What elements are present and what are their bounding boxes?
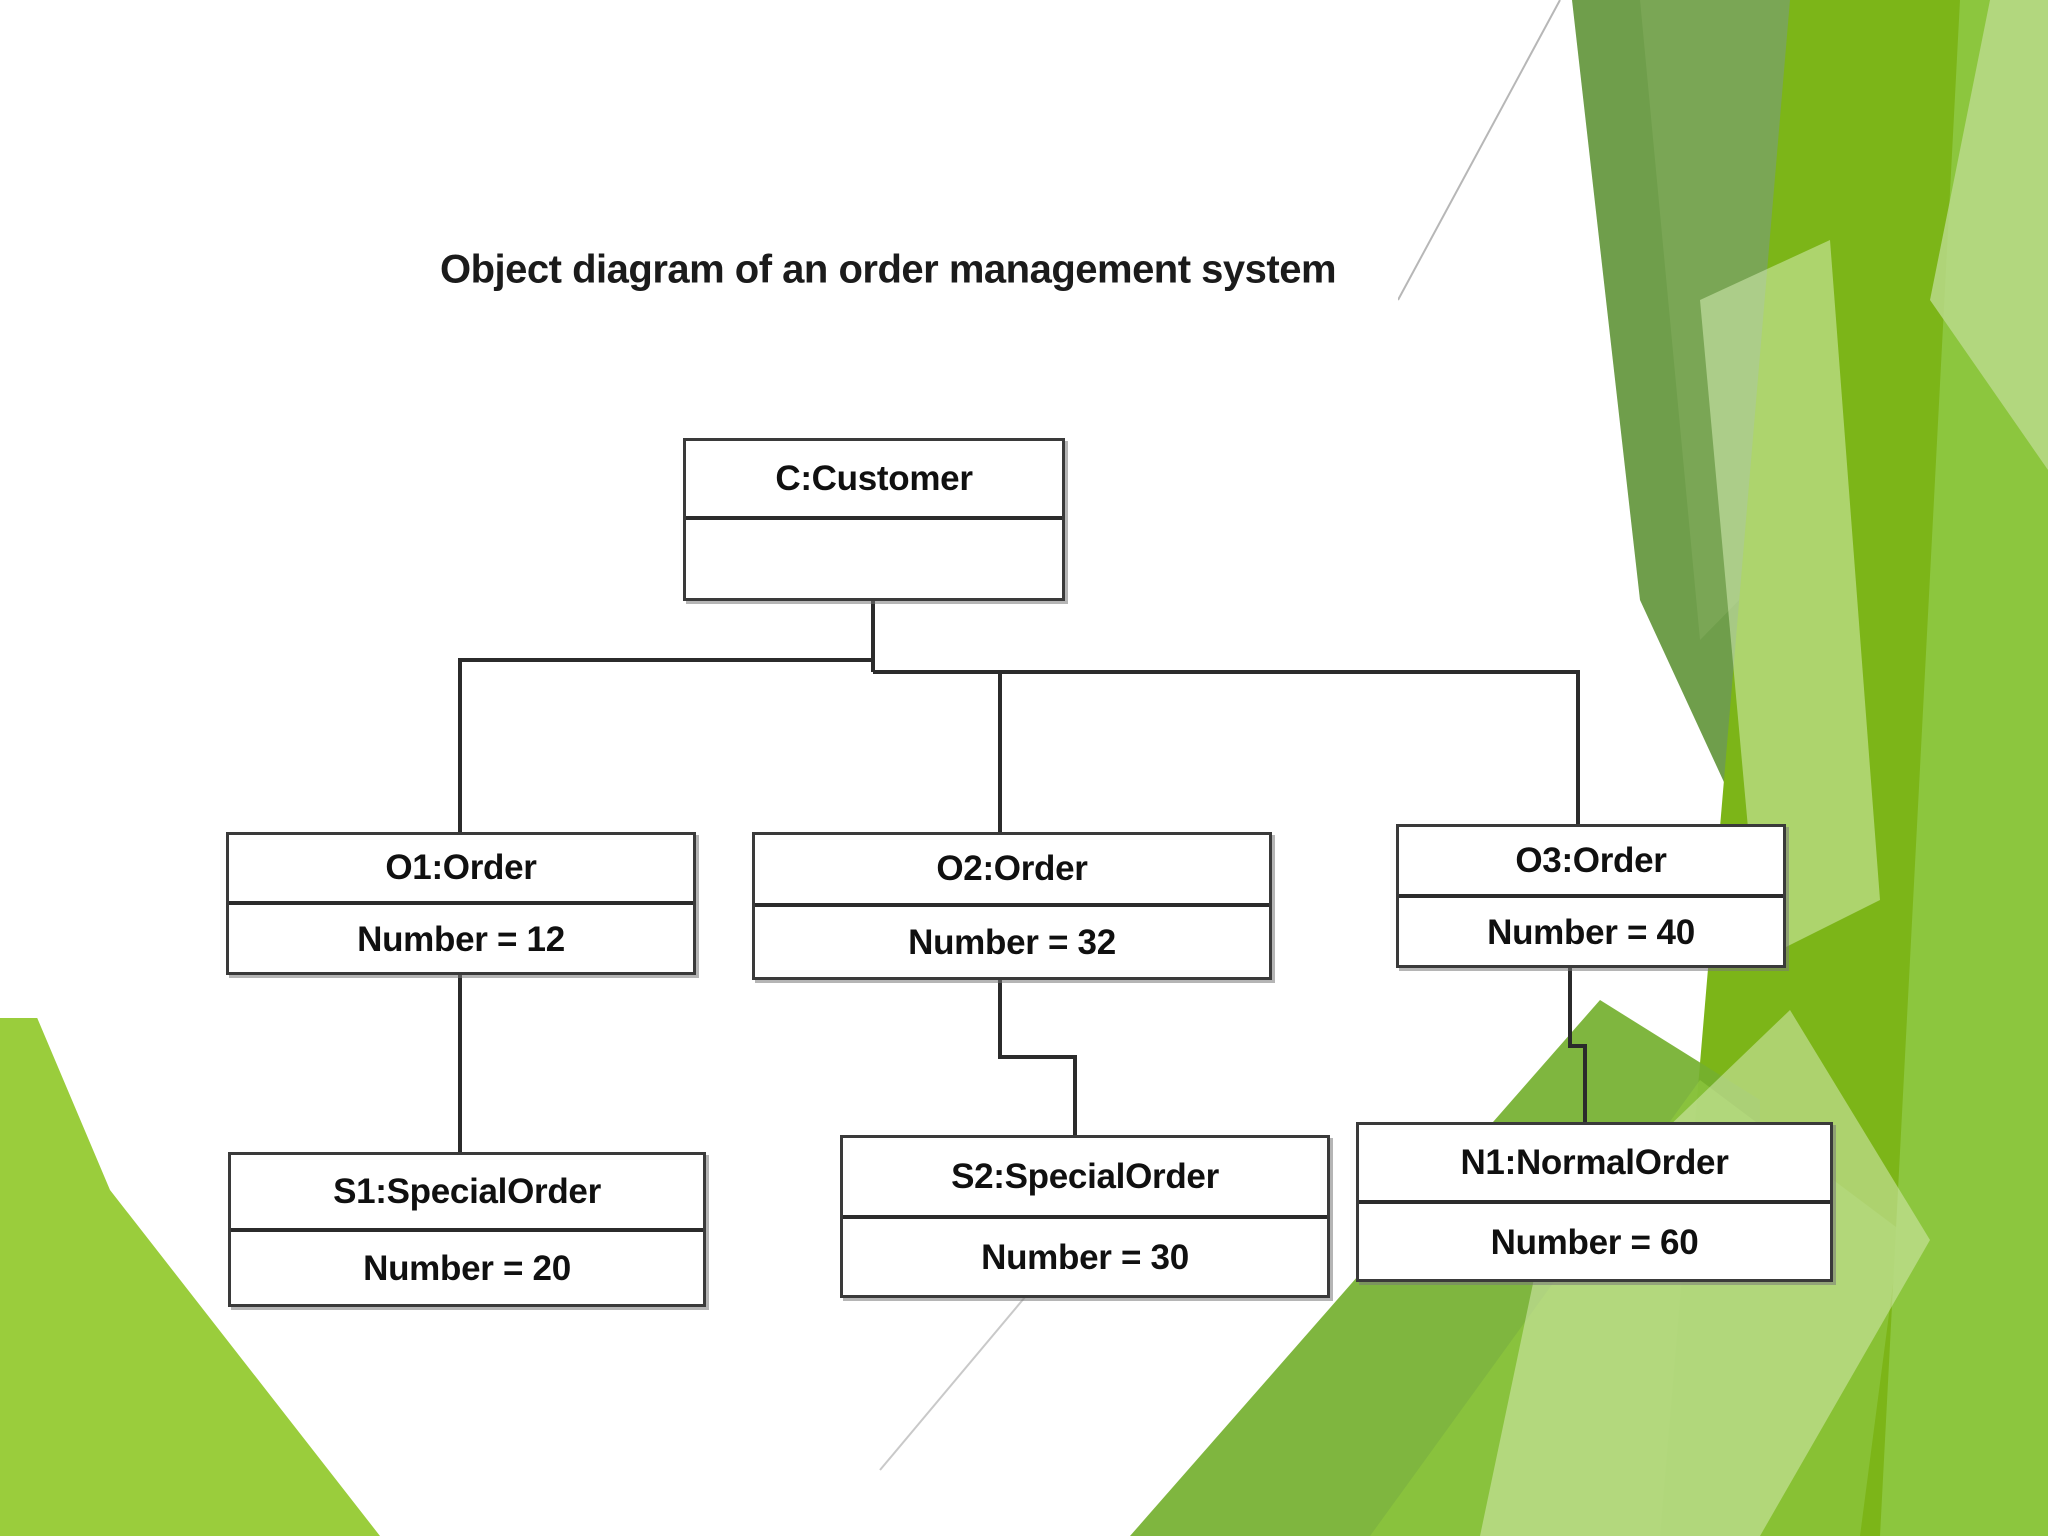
link-customer-order1: [458, 658, 873, 832]
diagram-title: Object diagram of an order management sy…: [440, 247, 1337, 292]
object-node-customer-name: C:Customer: [686, 441, 1062, 520]
object-node-order1-name: O1:Order: [229, 835, 693, 905]
object-node-special2-name: S2:SpecialOrder: [843, 1138, 1327, 1219]
link-customer-order3: [1000, 670, 1580, 824]
link-customer-order2: [873, 670, 1002, 832]
object-node-special1-name: S1:SpecialOrder: [231, 1155, 703, 1232]
object-node-special2[interactable]: S2:SpecialOrder Number = 30: [840, 1135, 1330, 1298]
object-node-order2[interactable]: O2:Order Number = 32: [752, 832, 1272, 980]
object-node-order3-attributes: Number = 40: [1487, 912, 1695, 952]
object-node-order3[interactable]: O3:Order Number = 40: [1396, 824, 1786, 968]
object-node-customer[interactable]: C:Customer: [683, 438, 1065, 601]
object-node-order1[interactable]: O1:Order Number = 12: [226, 832, 696, 975]
object-node-special1[interactable]: S1:SpecialOrder Number = 20: [228, 1152, 706, 1307]
link-order3-normal1: [1568, 968, 1587, 1122]
object-node-customer-attributes: [686, 520, 1062, 600]
object-node-order2-attributes: Number = 32: [908, 923, 1116, 962]
object-node-normal1-name: N1:NormalOrder: [1359, 1125, 1830, 1204]
object-node-order2-name: O2:Order: [755, 835, 1269, 907]
object-node-order3-name: O3:Order: [1399, 827, 1783, 898]
object-node-order1-attributes: Number = 12: [357, 919, 565, 959]
object-node-special1-attributes: Number = 20: [363, 1249, 571, 1288]
object-node-normal1[interactable]: N1:NormalOrder Number = 60: [1356, 1122, 1833, 1282]
object-node-special2-attributes: Number = 30: [981, 1238, 1189, 1277]
link-order2-special2: [998, 975, 1077, 1135]
object-node-normal1-attributes: Number = 60: [1490, 1222, 1699, 1262]
